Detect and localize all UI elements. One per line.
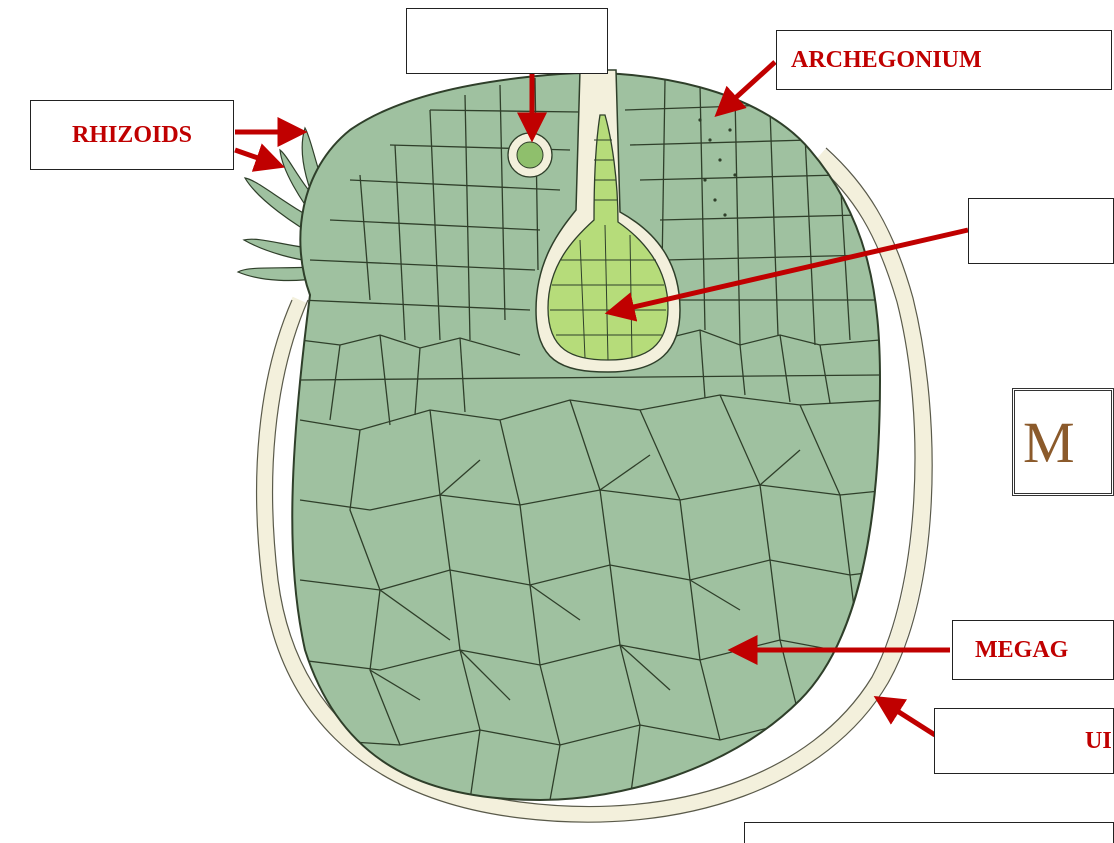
label-blank-bottom: [744, 822, 1114, 843]
label-blank-top: [406, 8, 608, 74]
label-spore-wall: UI: [934, 708, 1114, 774]
label-archegonium: ARCHEGONIUM: [776, 30, 1112, 90]
archegonium-cell: [508, 133, 552, 177]
title-text: M: [1023, 409, 1075, 476]
title-box: M: [1012, 388, 1114, 496]
label-blank-right: [968, 198, 1114, 264]
arrow-spore-wall: [880, 700, 935, 735]
label-megagametophyte: MEGAG: [952, 620, 1114, 680]
label-rhizoids: RHIZOIDS: [30, 100, 234, 170]
arrow-rhizoids-lower: [235, 150, 278, 165]
